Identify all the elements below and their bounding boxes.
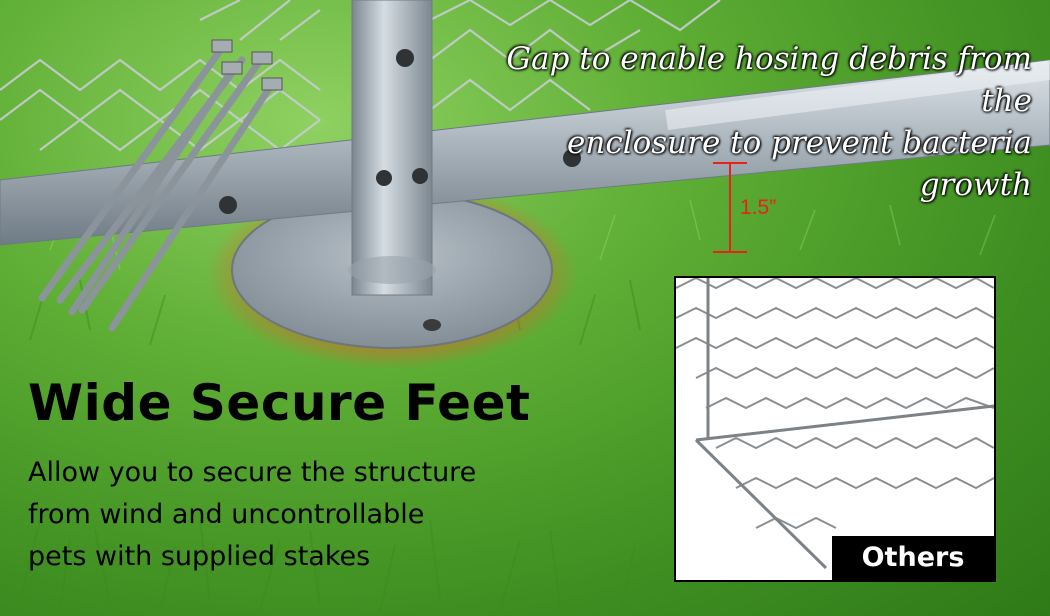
feature-description: Allow you to secure the structure from w… bbox=[28, 452, 628, 578]
gap-measurement-label: 1.5” bbox=[740, 196, 777, 219]
competitor-mesh-illustration bbox=[676, 278, 994, 570]
ground-stakes bbox=[38, 44, 276, 332]
callout-line-2: enclosure to prevent bacteria growth bbox=[567, 125, 1032, 203]
description-line-3: pets with supplied stakes bbox=[28, 541, 371, 572]
chain-link-mesh bbox=[0, 0, 721, 152]
comparison-image-others: Others bbox=[674, 276, 996, 582]
others-label: Others bbox=[832, 536, 994, 580]
bolts bbox=[219, 49, 581, 214]
callout-line-1: Gap to enable hosing debris from the bbox=[506, 41, 1032, 119]
description-line-1: Allow you to secure the structure bbox=[28, 457, 477, 488]
gap-callout: Gap to enable hosing debris from the enc… bbox=[462, 38, 1032, 206]
vertical-post bbox=[351, 0, 433, 296]
gap-measurement-marker bbox=[713, 162, 747, 253]
headline: Wide Secure Feet bbox=[28, 374, 531, 432]
description-line-2: from wind and uncontrollable bbox=[28, 499, 425, 530]
